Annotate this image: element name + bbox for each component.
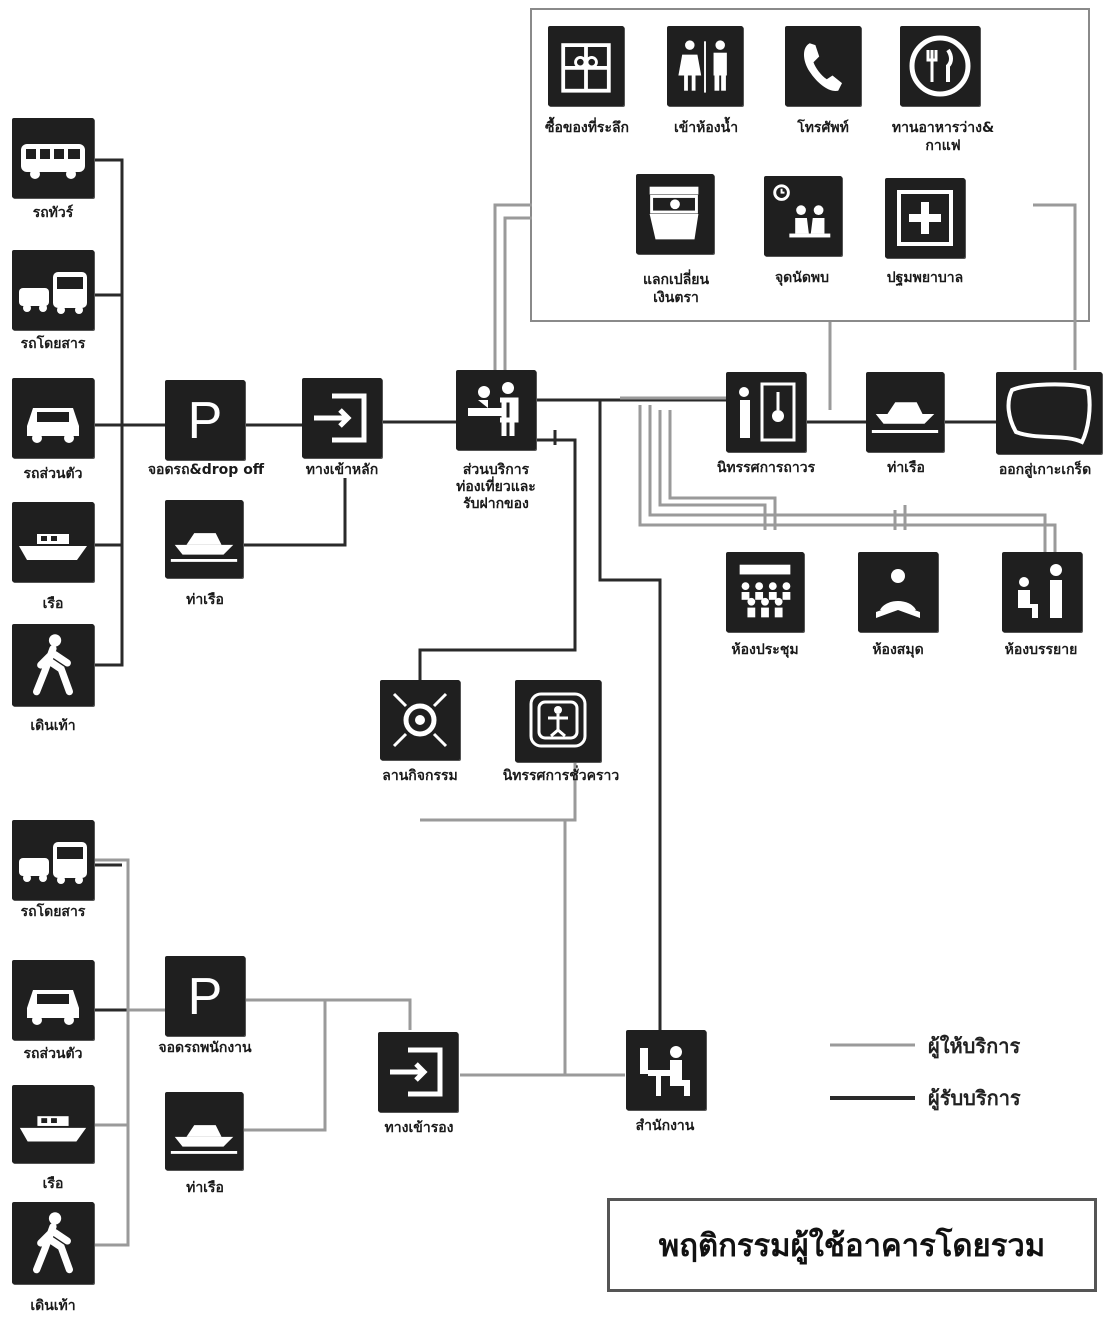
cross-icon <box>885 178 965 258</box>
staff-parking-label: จอดรถพนักงาน <box>158 1040 252 1056</box>
permanent-exhibition-label: นิทรรศการถาวร <box>716 460 816 476</box>
services-group-box <box>530 8 1090 322</box>
bus-label: รถโดยสาร <box>20 336 86 352</box>
book-icon <box>858 552 938 632</box>
staff-car-icon <box>12 960 94 1040</box>
staff-pier-icon <box>165 1092 243 1170</box>
staff-parking-icon: P <box>165 956 245 1036</box>
restroom-icon <box>667 26 743 106</box>
staff-pier-label: ท่าเรือ <box>186 1180 224 1196</box>
pier-left-icon <box>165 500 243 578</box>
walk-icon <box>12 624 94 706</box>
tour-bus-icon <box>12 118 94 198</box>
tour-bus-label: รถทัวร์ <box>32 205 74 221</box>
meeting-point-label: จุดนัดพบ <box>774 270 830 286</box>
service-center-line3: รับฝากของ <box>463 496 529 512</box>
walk-label: เดินเท้า <box>30 718 76 734</box>
exhibition-icon <box>726 372 806 452</box>
money-icon <box>636 174 714 254</box>
car-label: รถส่วนตัว <box>23 466 83 482</box>
staff-walk-icon <box>12 1202 94 1284</box>
svg-text:P: P <box>188 392 223 450</box>
pier-right-icon <box>866 372 944 452</box>
legend-user-label: ผู้รับบริการ <box>928 1086 1021 1110</box>
island-icon <box>996 372 1102 454</box>
phone-icon <box>785 26 861 106</box>
audience-icon <box>726 552 804 632</box>
lecture-room-label: ห้องบรรยาย <box>1004 642 1078 658</box>
diagram-title: พฤติกรรมผู้ใช้อาคารโดยรวม <box>658 1228 1046 1264</box>
staff-entrance-label: ทางเข้ารอง <box>384 1120 454 1136</box>
bus-icon <box>12 250 94 330</box>
parking-icon: P <box>165 380 245 460</box>
diagram-title-box: พฤติกรรมผู้ใช้อาคารโดยรวม <box>607 1198 1097 1292</box>
entrance-icon <box>302 378 382 458</box>
target-icon <box>380 680 460 760</box>
pier-left-label: ท่าเรือ <box>186 592 224 608</box>
boat-icon <box>12 502 94 582</box>
telephone-label: โทรศัพท์ <box>797 120 849 136</box>
staff-bus-label: รถโดยสาร <box>20 904 86 920</box>
pier-right-label: ท่าเรือ <box>887 460 925 476</box>
staff-boat-icon <box>12 1085 94 1163</box>
lecture-icon <box>1002 552 1082 632</box>
snack-label-line2: กาแฟ <box>925 138 961 154</box>
desk-icon <box>626 1030 706 1110</box>
staff-car-label: รถส่วนตัว <box>23 1046 83 1062</box>
souvenir-label: ซื้อของที่ระลึก <box>544 120 630 136</box>
staff-walk-label: เดินเท้า <box>30 1298 76 1314</box>
info-icon <box>456 370 536 450</box>
exit-island-label: ออกสู่เกาะเกร็ด <box>998 462 1092 478</box>
office-label: สำนักงาน <box>635 1118 695 1134</box>
svg-text:P: P <box>188 968 223 1026</box>
meeting-room-label: ห้องประชุม <box>731 642 799 658</box>
staff-entrance-icon <box>378 1032 458 1112</box>
exchange-label-line1: แลกเปลี่ยน <box>642 272 710 288</box>
main-entrance-label: ทางเข้าหลัก <box>305 462 379 478</box>
meeting-icon <box>764 176 842 256</box>
provider-lines <box>95 203 1077 1247</box>
exchange-label-line2: เงินตรา <box>653 290 699 306</box>
temporary-exhibition-label: นิทรรศการชั่วคราว <box>502 768 620 784</box>
parking-label: จอดรถ&drop off <box>147 462 265 478</box>
library-label: ห้องสมุด <box>872 642 924 658</box>
gift-icon <box>548 26 624 106</box>
restroom-label: เข้าห้องน้ำ <box>673 120 739 136</box>
activity-court-label: ลานกิจกรรม <box>382 768 458 784</box>
service-center-line1: ส่วนบริการ <box>462 462 530 478</box>
service-center-line2: ท่องเที่ยวและ <box>456 479 536 495</box>
boat-label: เรือ <box>42 596 64 612</box>
user-lines <box>95 158 998 1030</box>
car-icon <box>12 378 94 458</box>
staff-boat-label: เรือ <box>42 1176 64 1192</box>
figure-icon <box>515 680 601 762</box>
first-aid-label: ปฐมพยาบาล <box>886 270 964 286</box>
snack-label-line1: ทานอาหารว่าง& <box>891 120 995 136</box>
fork-knife-icon <box>900 26 980 106</box>
staff-bus-icon <box>12 820 94 900</box>
legend-provider-label: ผู้ให้บริการ <box>928 1034 1021 1058</box>
